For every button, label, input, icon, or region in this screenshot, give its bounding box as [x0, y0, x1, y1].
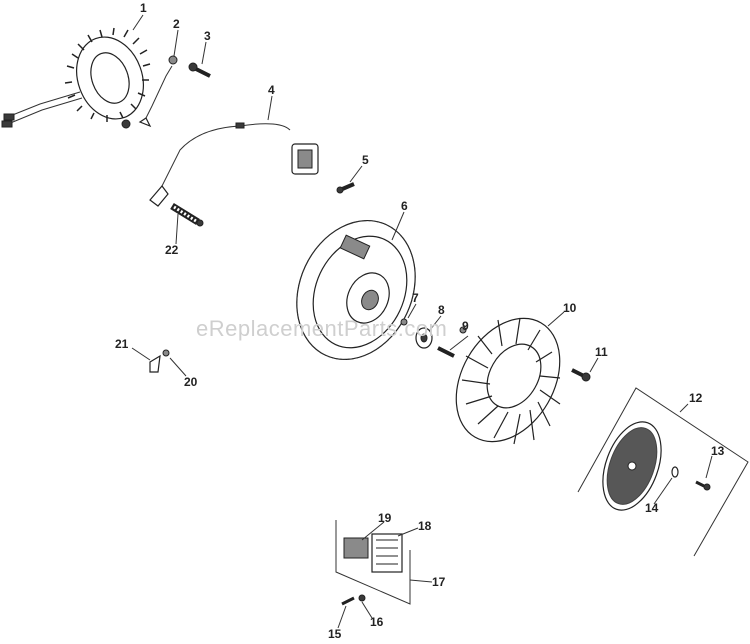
part-screw-3[interactable] [188, 62, 211, 78]
callout-6[interactable]: 6 [401, 199, 408, 213]
callout-16[interactable]: 16 [370, 615, 384, 629]
callout-1[interactable]: 1 [140, 1, 147, 15]
callout-15[interactable]: 15 [328, 627, 342, 641]
callout-13[interactable]: 13 [711, 444, 725, 458]
callout-18[interactable]: 18 [418, 519, 432, 533]
part-washer[interactable] [415, 327, 433, 349]
leader-lines [131, 14, 713, 629]
callout-7[interactable]: 7 [412, 291, 419, 305]
callout-labels: 1 2 3 4 5 6 7 8 9 10 11 12 13 14 15 16 1… [115, 1, 725, 641]
callout-3[interactable]: 3 [204, 29, 211, 43]
callout-11[interactable]: 11 [595, 345, 608, 359]
callout-5[interactable]: 5 [362, 153, 369, 167]
part-screw-13[interactable] [695, 480, 711, 491]
callout-21[interactable]: 21 [115, 337, 129, 351]
part-flywheel[interactable] [275, 201, 437, 379]
callout-17[interactable]: 17 [432, 575, 446, 589]
callout-20[interactable]: 20 [184, 375, 198, 389]
part-screw-15[interactable] [341, 596, 355, 606]
part-fan[interactable] [435, 300, 581, 460]
callout-12[interactable]: 12 [689, 391, 703, 405]
part-washer-14[interactable] [671, 466, 679, 478]
part-key[interactable] [400, 318, 408, 326]
callout-4[interactable]: 4 [268, 83, 275, 97]
part-stator[interactable] [1, 27, 154, 129]
part-rectifier-group[interactable] [335, 520, 411, 605]
callout-14[interactable]: 14 [645, 501, 659, 515]
part-nut-20[interactable] [162, 349, 170, 357]
callout-19[interactable]: 19 [378, 511, 392, 525]
callout-10[interactable]: 10 [563, 301, 577, 315]
callout-22[interactable]: 22 [165, 243, 179, 257]
part-screw-9[interactable] [437, 326, 467, 358]
part-screw-5[interactable] [336, 182, 355, 194]
part-debris-screen[interactable] [577, 387, 749, 557]
part-ground-lead[interactable] [121, 55, 178, 129]
part-ignition-module[interactable] [149, 122, 319, 207]
part-screw-11[interactable] [571, 368, 591, 382]
part-spark-plug[interactable] [170, 203, 204, 227]
part-clip-21[interactable] [149, 354, 161, 373]
part-nut-16[interactable] [358, 594, 366, 602]
callout-2[interactable]: 2 [173, 17, 180, 31]
part-bracket-19[interactable] [343, 537, 369, 559]
callout-8[interactable]: 8 [438, 303, 445, 317]
callout-9[interactable]: 9 [462, 319, 469, 333]
watermark: eReplacementParts.com [196, 316, 447, 341]
